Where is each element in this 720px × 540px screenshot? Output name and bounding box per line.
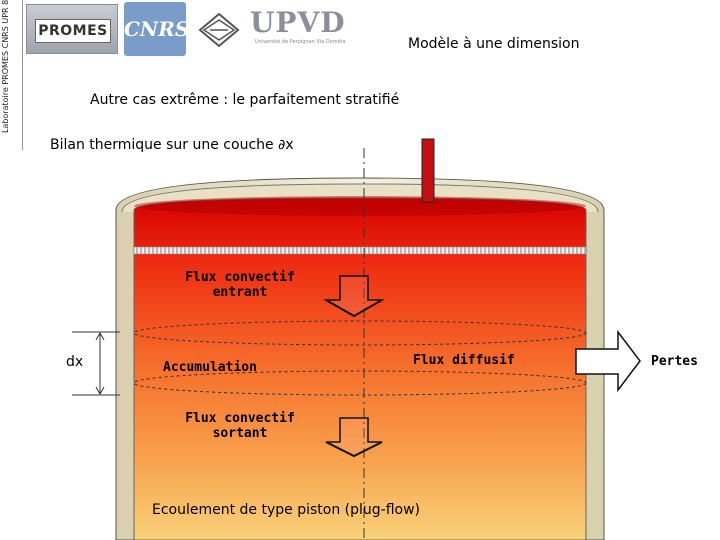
flux-out-line2: sortant xyxy=(212,426,268,441)
diffuser-grid xyxy=(133,246,587,255)
flux-out-label: Flux convectif sortant xyxy=(180,411,300,441)
sidebar-divider xyxy=(22,0,23,150)
promes-logo-text: PROMES xyxy=(35,19,111,43)
cnrs-logo: CNRS xyxy=(124,2,189,56)
ecoulement-caption: Ecoulement de type piston (plug-flow) xyxy=(152,502,421,518)
slide-subtitle: Autre cas extrême : le parfaitement stra… xyxy=(90,92,400,108)
layer-bottom-ellipse xyxy=(133,370,587,396)
dx-label: dx xyxy=(66,354,84,370)
flux-in-label: Flux convectif entrant xyxy=(180,270,300,300)
upvd-logo-subtitle: Université de Perpignan Via Domitia xyxy=(255,39,346,45)
flux-in-line2: entrant xyxy=(212,285,268,300)
slide-title: Modèle à une dimension xyxy=(408,36,580,52)
layer-top-ellipse xyxy=(133,320,587,346)
section-heading: Bilan thermique sur une couche ∂x xyxy=(50,137,294,153)
accumulation-label: Accumulation xyxy=(163,360,257,375)
inlet-pipe xyxy=(421,138,435,203)
flux-in-line1: Flux convectif xyxy=(185,270,295,285)
upvd-emblem-icon xyxy=(198,12,240,48)
pertes-arrow xyxy=(575,329,641,393)
pertes-label: Pertes xyxy=(651,354,698,369)
flux-diffusif-label: Flux diffusif xyxy=(413,353,515,368)
tank-fluid xyxy=(133,197,587,540)
flux-out-line1: Flux convectif xyxy=(185,411,295,426)
promes-logo: PROMES xyxy=(26,4,118,54)
upvd-logo-text: UPVD xyxy=(250,6,346,39)
